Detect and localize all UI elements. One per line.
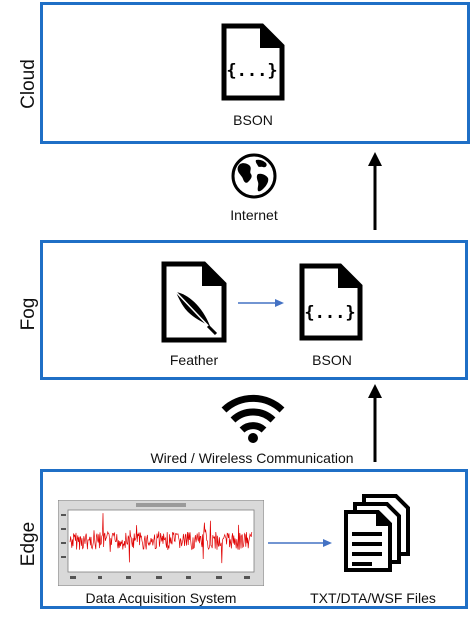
files-caption: TXT/DTA/WSF Files [310,590,436,606]
daq-to-files-arrow-icon [268,537,332,549]
svg-text:{...}: {...} [226,61,277,81]
fog-bson-caption: BSON [312,352,352,368]
fog-tier-box [40,240,468,380]
signal-chart-thumbnail [58,500,264,586]
fog-tier-label: Fog [18,297,39,331]
cloud-file-caption: BSON [233,112,273,128]
globe-icon [230,152,278,200]
cloud-json-file-icon: {...} [218,22,288,102]
cloud-up-arrow-icon [366,152,384,232]
fog-up-arrow-icon [366,384,384,464]
fog-json-file-icon: {...} [296,262,366,342]
daq-caption: Data Acquisition System [85,590,237,606]
internet-caption: Internet [230,207,278,223]
stacked-files-icon [342,494,412,574]
feather-file-icon [158,260,230,344]
feather-to-bson-arrow-icon [238,297,284,309]
svg-text:{...}: {...} [304,303,355,323]
signal-trace-line [69,513,253,564]
cloud-tier-label: Cloud [18,59,39,109]
feather-caption: Feather [169,352,219,368]
edge-tier-label: Edge [18,521,39,567]
wifi-icon [220,392,286,444]
wireless-caption: Wired / Wireless Communication [150,450,354,466]
